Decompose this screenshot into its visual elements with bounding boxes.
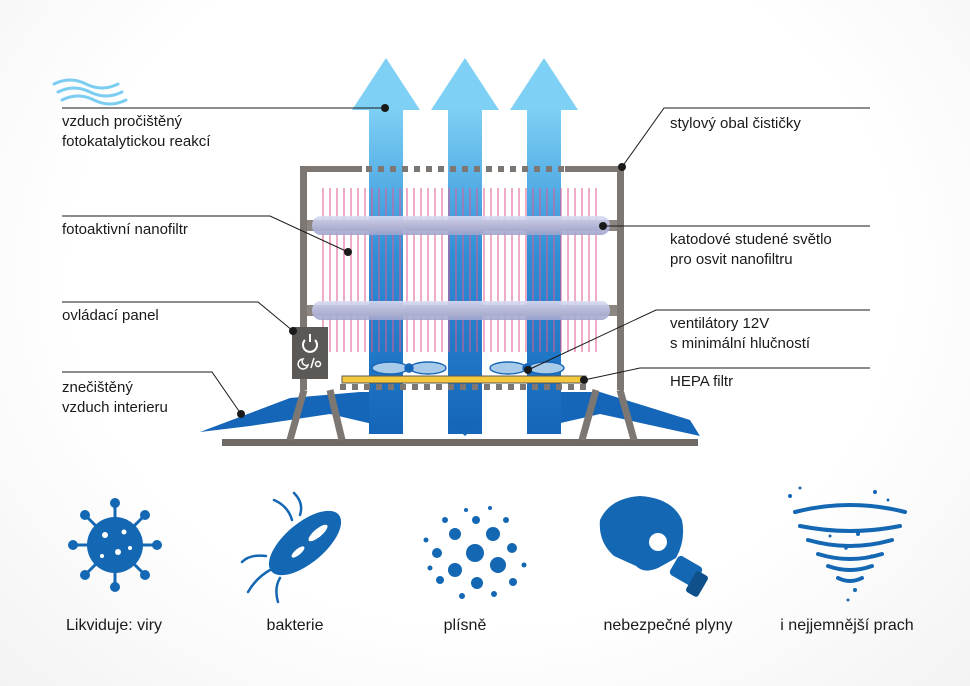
threat-label-bacteria: bakterie [266, 617, 324, 634]
label-polluted-air: znečištěný vzduch interieru [62, 378, 168, 418]
control-panel[interactable] [292, 327, 328, 379]
label-line: vzduch interieru [62, 399, 168, 416]
label-hepa: HEPA filtr [670, 372, 733, 392]
fan-left [371, 361, 447, 375]
label-line: ventilátory 12V [670, 315, 770, 332]
floor-line [222, 439, 698, 446]
polluted-air-right [530, 392, 700, 436]
label-line: fotokatalytickou reakcí [62, 133, 211, 150]
label-line: vzduch pročištěný [62, 113, 183, 130]
label-line: fotoaktivní nanofiltr [62, 221, 188, 238]
label-nanofilter: fotoaktivní nanofiltr [62, 220, 188, 240]
threat-label-mold: plísně [443, 617, 487, 634]
virus-icon [68, 498, 162, 592]
bacteria-icon [240, 491, 342, 604]
label-line: pro osvit nanofiltru [670, 251, 793, 268]
housing-frame [300, 166, 624, 390]
power-icon [302, 334, 318, 353]
label-clean-air: vzduch pročištěný fotokatalytickou reakc… [62, 112, 210, 152]
uv-tube-bottom [300, 301, 622, 320]
wind-icon [52, 78, 128, 106]
label-line: znečištěný [62, 379, 133, 396]
label-line: katodové studené světlo [670, 231, 832, 248]
nanofilter-lines [322, 188, 597, 352]
label-control-panel: ovládací panel [62, 306, 159, 326]
uv-tube-top [300, 216, 622, 235]
threat-label-gases: nebezpečné plyny [603, 617, 733, 634]
threat-label-viruses: Likviduje: viry [65, 617, 163, 634]
label-line: HEPA filtr [670, 373, 734, 390]
top-grille [366, 166, 564, 172]
leader-lines [62, 107, 870, 415]
gas-mask-icon [599, 496, 708, 597]
bottom-grille [340, 384, 586, 390]
night-day-icon [297, 357, 322, 370]
label-fans: ventilátory 12V s minimální hlučností [670, 314, 810, 354]
threat-label-dust: i nejjemnější prach [780, 617, 914, 634]
housing-legs [286, 389, 638, 441]
label-cathode-light: katodové studené světlo pro osvit nanofi… [670, 230, 832, 270]
label-line: ovládací panel [62, 307, 159, 324]
mold-spores-icon [423, 506, 527, 599]
dust-tornado-icon [788, 486, 907, 602]
label-line: s minimální hlučností [670, 335, 811, 352]
label-line: stylový obal čističky [670, 115, 801, 132]
label-housing: stylový obal čističky [670, 114, 801, 134]
